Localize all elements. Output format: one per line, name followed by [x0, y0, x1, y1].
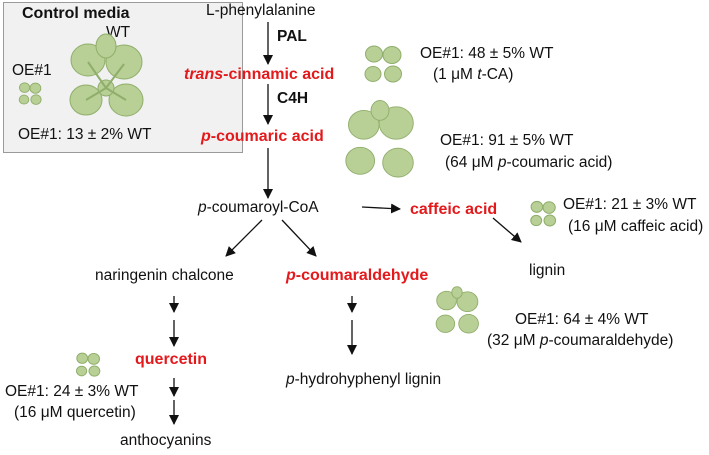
arrow-coumaraldehyde-icon	[281, 219, 317, 257]
enzyme-c4h: C4H	[277, 90, 309, 107]
lignin: lignin	[529, 262, 566, 279]
enzyme-pal: PAL	[277, 28, 307, 45]
plant-cinnamic-icon	[364, 45, 402, 83]
cinnamic-ratio: OE#1: 48 ± 5% WT	[420, 45, 554, 62]
cinnamic-condition: (1 μM t-CA)	[433, 66, 514, 83]
plant-quercetin-icon	[76, 352, 101, 377]
plant-oe-control-icon	[18, 82, 42, 105]
quercetin: quercetin	[135, 351, 208, 368]
coumaraldehyde-ratio: OE#1: 64 ± 4% WT	[515, 311, 649, 328]
coumaric-ratio: OE#1: 91 ± 5% WT	[440, 132, 574, 149]
p-coumaraldehyde: p-coumaraldehyde	[286, 267, 429, 284]
arrow-naringenin-icon	[225, 219, 263, 257]
caffeic-acid: caffeic acid	[410, 201, 498, 218]
plant-caffeic-icon	[530, 200, 557, 227]
control-media-title: Control media	[22, 5, 130, 22]
l-phenylalanine: L-phenylalanine	[206, 2, 316, 19]
arrow-caffeic-icon	[361, 203, 401, 214]
caffeic-condition: (16 μM caffeic acid)	[568, 218, 704, 235]
caffeic-ratio: OE#1: 21 ± 3% WT	[563, 196, 697, 213]
quercetin-condition: (16 μM quercetin)	[14, 404, 136, 421]
arrow-lignin-icon	[492, 217, 522, 243]
control-ratio: OE#1: 13 ± 2% WT	[18, 126, 152, 143]
p-coumaroyl-coa: p-coumaroyl-CoA	[198, 199, 319, 216]
p-coumaric-acid: p-coumaric acid	[201, 128, 324, 145]
oe-label: OE#1	[12, 62, 52, 79]
coumaraldehyde-condition: (32 μM p-coumaraldehyde)	[487, 332, 674, 349]
plant-wt-icon	[69, 33, 144, 117]
coumaric-condition: (64 μM p-coumaric acid)	[445, 154, 613, 171]
quercetin-ratio: OE#1: 24 ± 3% WT	[5, 383, 139, 400]
p-hydroxyphenyl-lignin: p-hydrohyphenyl lignin	[286, 371, 442, 388]
naringenin-chalcone: naringenin chalcone	[95, 267, 234, 284]
anthocyanins: anthocyanins	[120, 432, 212, 449]
plant-coumaric-icon	[345, 100, 414, 178]
plant-coumaraldehyde-icon	[435, 286, 479, 334]
trans-cinnamic-acid: trans-cinnamic acid	[184, 66, 335, 83]
